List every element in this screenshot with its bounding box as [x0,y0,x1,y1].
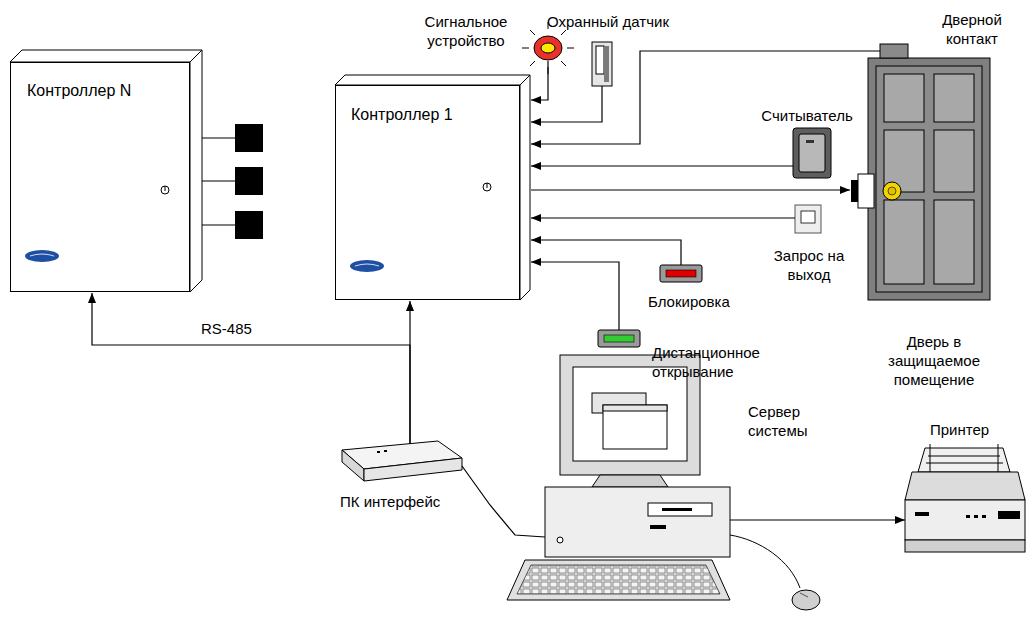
device-label: Сервер системы [748,402,828,440]
controller-box: Контроллер 1 [335,85,520,300]
wire-connector [531,189,850,190]
door: Дверь в защищаемое помещение [850,58,990,300]
printer [905,444,1025,552]
printer: Принтер [905,448,1025,552]
signal-device: Сигнальное устройство [534,36,562,60]
card-reader: Считыватель [793,128,831,178]
device-label: Принтер [930,420,1020,439]
wire-connector [92,293,410,444]
door [851,58,990,300]
bus-label: RS-485 [198,320,255,338]
remote-open-button [598,330,640,347]
wire-connector [730,519,905,520]
card-reader [793,128,831,178]
controller-housing [10,50,202,292]
wire-connector [531,86,602,122]
box-title: Контроллер N [27,81,131,100]
device-label: Дверной контакт [922,10,1022,48]
controller-n-devices [202,124,263,239]
device-label: ПК интерфейс [340,492,470,511]
device-label: Считыватель [752,106,862,125]
device-label: Блокировка [648,292,758,311]
server: Сервер системы [545,355,730,600]
wire-connector [462,466,545,537]
wire-connector [531,51,880,144]
device-label: Дверь в защищаемое помещение [874,332,994,389]
wire-connector [531,165,793,166]
wire-connector [531,61,548,100]
exit-button [795,205,821,233]
remote-open-button: Дистанционное открывание [598,330,640,347]
controller-box: Контроллер N [10,62,190,292]
door-contact: Дверной контакт [880,44,908,58]
block-button [660,265,702,282]
door-contact [880,44,908,58]
security-sensor: Охранный датчик [592,42,612,86]
exit-button: Запрос на выход [795,205,821,233]
controller-housing [335,75,530,300]
block-button: Блокировка [660,265,702,282]
wire-connector [531,240,681,265]
device-label: Сигнальное устройство [414,12,518,50]
device-label: Запрос на выход [764,246,854,284]
motion-sensor [592,42,612,86]
wire-connector [531,217,795,218]
wire-connector [531,262,619,330]
device-label: Дистанционное открывание [652,343,782,381]
server-computer [507,355,820,610]
pc-interface-box [342,441,462,481]
device-label: Охранный датчик [540,12,676,31]
box-title: Контроллер 1 [351,105,453,124]
pc-interface: ПК интерфейс [342,441,462,481]
